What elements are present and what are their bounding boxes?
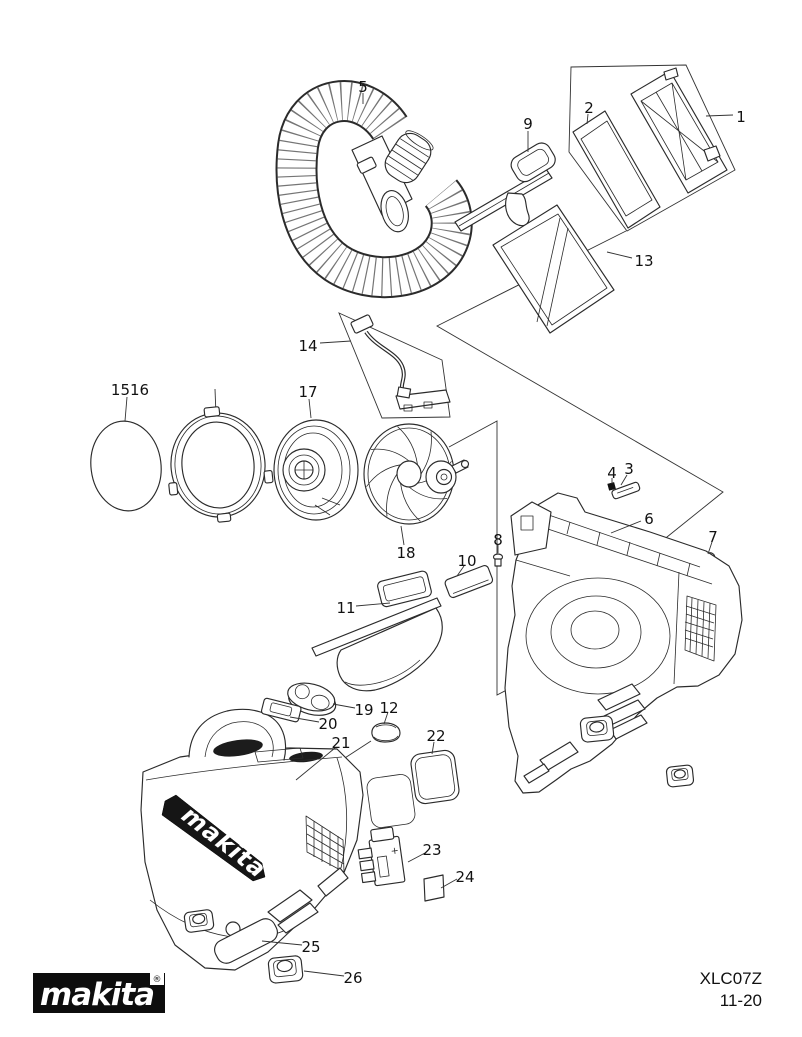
part-9-cover (454, 142, 556, 232)
part-label-25: 25 (301, 938, 320, 956)
registered-mark-box (150, 973, 164, 985)
part-label-23: 23 (422, 841, 441, 859)
hose-threaded-cuff (384, 130, 434, 184)
part-12-cap (371, 722, 401, 743)
body-badge-band (161, 794, 266, 882)
part-13-dust-case (492, 204, 615, 334)
part-24-plate (423, 874, 445, 902)
part-15-pre-filter (90, 420, 162, 512)
part-label-21: 21 (331, 734, 350, 752)
part-label-4: 4 (607, 464, 617, 482)
part-label-13: 13 (634, 252, 653, 270)
part-5-hose (275, 80, 473, 299)
part-label-6: 6 (644, 510, 654, 528)
part-label-8: 8 (493, 531, 503, 549)
housing-foot-left (579, 715, 615, 743)
part-label-2: 2 (584, 99, 594, 117)
model-number: XLC07Z (700, 969, 762, 988)
part-23-switch (357, 826, 406, 887)
part-label-10: 10 (457, 552, 476, 570)
part-4-screw (607, 482, 616, 491)
part-6-rear-housing (504, 492, 743, 794)
part-label-3: 3 (624, 460, 634, 478)
part-26-foot (267, 955, 304, 984)
part-label-18: 18 (396, 544, 415, 562)
part-label-19: 19 (354, 701, 373, 719)
brand-logo-box (33, 973, 165, 1013)
body-vent-grille (305, 815, 345, 873)
leader-lines (124, 93, 734, 977)
part-label-5: 5 (358, 78, 368, 96)
part-label-12: 12 (379, 699, 398, 717)
registered-mark: ® (153, 975, 162, 985)
part-3-latch-plate (611, 481, 641, 500)
part-22-sponge-filters (366, 749, 460, 828)
part-label-9: 9 (523, 115, 533, 133)
body-foot (183, 909, 215, 933)
part-14-wire-assembly (350, 314, 451, 412)
part-label-1516: 1516 (111, 381, 149, 399)
brand-logo-text: makita (40, 977, 154, 1013)
part-8-screw (492, 553, 504, 567)
part-label-14: 14 (298, 337, 317, 355)
part-25-nameplate (214, 918, 278, 964)
part-17-fan-cover (273, 419, 359, 521)
part-10-seal (444, 565, 494, 599)
part-1-filter-cover (630, 67, 728, 194)
date-code: 11-20 (720, 991, 762, 1010)
part-label-7: 7 (708, 528, 718, 546)
part-18-fan-motor (363, 423, 470, 525)
part-20-latch (260, 697, 302, 723)
part-label-17: 17 (298, 383, 317, 401)
brand-logo: makita ® (33, 973, 165, 1013)
part-2-filter-frame (572, 110, 661, 229)
part-label-26: 26 (343, 969, 362, 987)
part-label-11: 11 (336, 599, 355, 617)
part-label-24: 24 (455, 868, 474, 886)
part-label-1: 1 (736, 108, 746, 126)
part-label-20: 20 (318, 715, 337, 733)
housing-foot-right (665, 764, 695, 788)
part-16-filter-ring (168, 406, 274, 523)
part-label-22: 22 (426, 727, 445, 745)
part-11-inlet-nozzle (311, 570, 443, 692)
housing-vent-grille (684, 597, 716, 659)
